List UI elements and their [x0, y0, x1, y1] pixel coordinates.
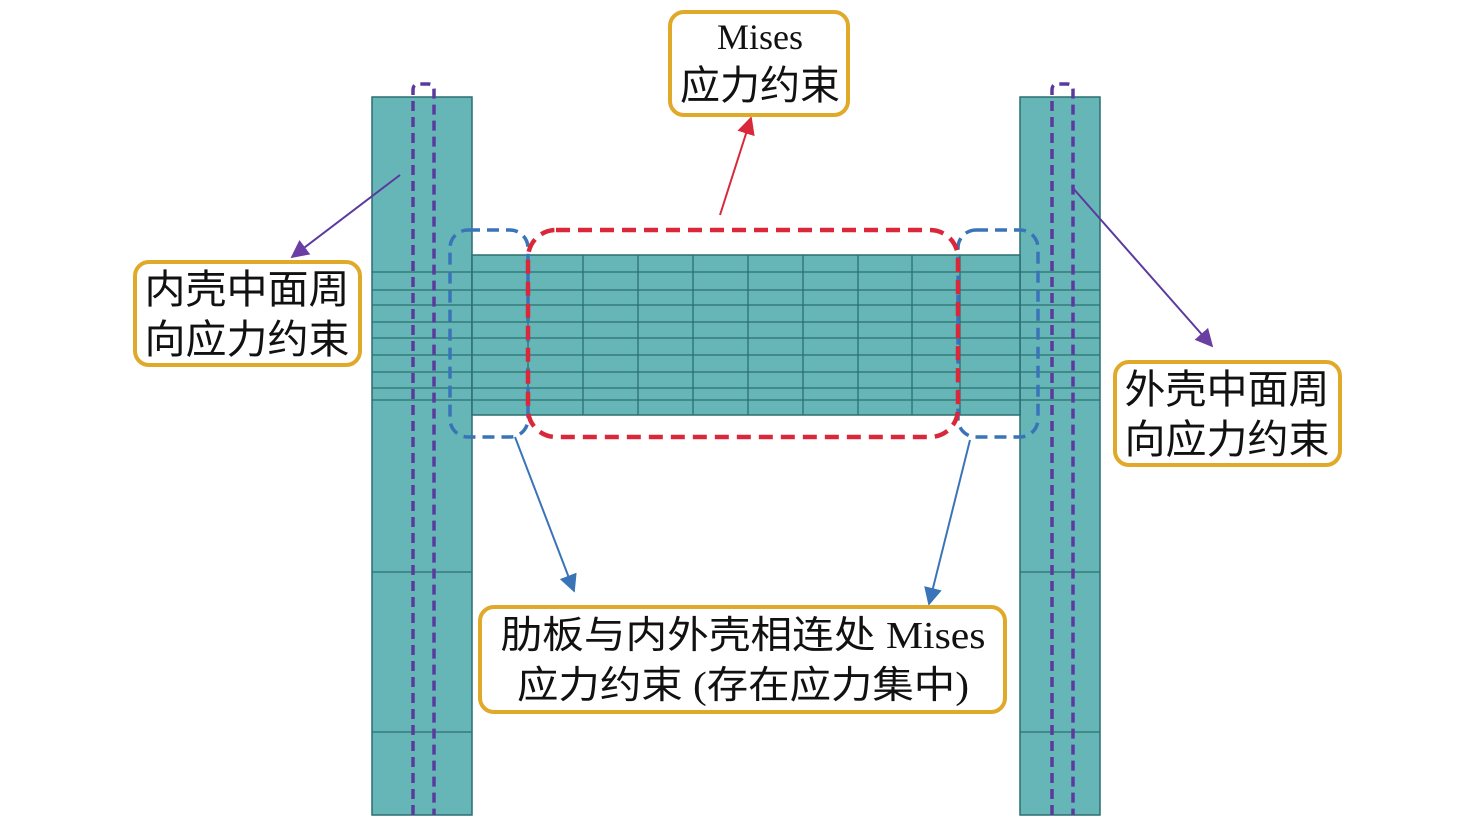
callout-mises: Mises 应力约束 [668, 10, 850, 117]
left-junction-arrow [514, 436, 577, 593]
callout-rib-junction-line2: 应力约束 (存在应力集中) [517, 665, 969, 707]
callout-box [478, 605, 1007, 714]
callout-outer-shell: 外壳中面周 向应力约束 [1113, 360, 1342, 467]
rib-mises-region [525, 227, 961, 440]
callout-box [133, 260, 362, 367]
rib-plate [471, 254, 1021, 416]
inner-shell-column [371, 96, 473, 816]
inner-shell-midplane-region [411, 82, 436, 815]
callout-outer-shell-line1: 外壳中面周 [1125, 367, 1330, 412]
callout-box [668, 10, 850, 117]
callout-inner-shell-line2: 向应力约束 [145, 317, 350, 362]
mises-arrow [719, 116, 755, 216]
right-junction-arrow [924, 439, 971, 606]
callout-mises-line2: 应力约束 [680, 63, 840, 108]
callout-rib-junction: 肋板与内外壳相连处 Mises 应力约束 (存在应力集中) [478, 605, 1007, 714]
outer-shell-arrow [1071, 186, 1214, 348]
inner-shell-arrow [290, 174, 401, 259]
callout-outer-shell-line2: 向应力约束 [1125, 417, 1330, 462]
callout-rib-junction-line1: 肋板与内外壳相连处 Mises [501, 615, 986, 657]
callout-box [1113, 360, 1342, 467]
callout-mises-line1: Mises [717, 17, 803, 57]
callout-inner-shell-line1: 内壳中面周 [145, 267, 350, 312]
outer-shell-midplane-region [1050, 82, 1075, 815]
outer-shell-column [1019, 96, 1101, 816]
callout-inner-shell: 内壳中面周 向应力约束 [133, 260, 362, 367]
